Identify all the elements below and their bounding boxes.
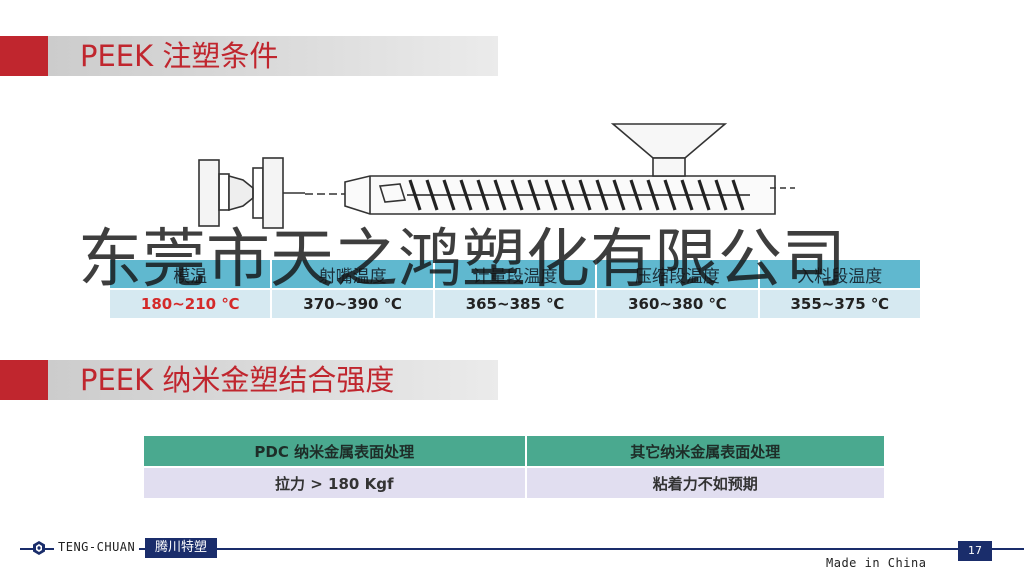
feed-temp-value: 355~375 ℃ bbox=[759, 290, 920, 318]
company-name-cn: 腾川特塑 bbox=[145, 538, 217, 558]
company-watermark: 东莞市天之鸿塑化有限公司 bbox=[78, 223, 846, 297]
table-header-row: 模温 射嘴温度 计量段温度 压缩段温度 入料段温度 bbox=[110, 260, 920, 288]
header-cell: 模温 bbox=[110, 260, 271, 288]
accent-block bbox=[0, 360, 48, 400]
nozzle-temp-value: 370~390 ℃ bbox=[272, 290, 433, 318]
bonding-strength-table: PDC 纳米金属表面处理 其它纳米金属表面处理 拉力 > 180 Kgf 粘着力… bbox=[142, 434, 886, 500]
section-header-bonding-strength: PEEK 纳米金塑结合强度 bbox=[0, 360, 498, 400]
mold-icon bbox=[198, 157, 305, 229]
section-title: PEEK 注塑条件 bbox=[80, 39, 279, 73]
table-row: 180~210 ℃ 370~390 ℃ 365~385 ℃ 360~380 ℃ … bbox=[110, 290, 920, 318]
header-cell: PDC 纳米金属表面处理 bbox=[144, 436, 525, 466]
company-name-en: TENG-CHUAN bbox=[54, 540, 140, 554]
accent-block bbox=[0, 36, 48, 76]
screw-icon bbox=[407, 179, 750, 211]
other-result-cell: 粘着力不如预期 bbox=[526, 468, 884, 498]
company-logo-icon bbox=[33, 541, 45, 555]
made-in-label: Made in China bbox=[826, 556, 927, 570]
section-header-injection-conditions: PEEK 注塑条件 bbox=[0, 36, 498, 76]
table-header-row: PDC 纳米金属表面处理 其它纳米金属表面处理 bbox=[144, 436, 884, 466]
section-title: PEEK 纳米金塑结合强度 bbox=[80, 363, 395, 397]
mold-temp-value: 180~210 ℃ bbox=[110, 290, 271, 318]
header-cell: 压缩段温度 bbox=[597, 260, 758, 288]
header-cell: 计量段温度 bbox=[434, 260, 596, 288]
header-cell: 入料段温度 bbox=[759, 260, 920, 288]
metering-temp-value: 365~385 ℃ bbox=[434, 290, 596, 318]
header-cell: 射嘴温度 bbox=[272, 260, 433, 288]
injection-machine-diagram bbox=[198, 123, 795, 229]
pdc-result-cell: 拉力 > 180 Kgf bbox=[144, 468, 525, 498]
header-cell: 其它纳米金属表面处理 bbox=[526, 436, 884, 466]
hopper-icon bbox=[610, 123, 728, 177]
table-row: 拉力 > 180 Kgf 粘着力不如预期 bbox=[144, 468, 884, 498]
compression-temp-value: 360~380 ℃ bbox=[597, 290, 758, 318]
footer-divider bbox=[20, 548, 1024, 550]
page-number: 17 bbox=[958, 541, 992, 561]
injection-temperature-table: 模温 射嘴温度 计量段温度 压缩段温度 入料段温度 180~210 ℃ 370~… bbox=[108, 258, 922, 320]
